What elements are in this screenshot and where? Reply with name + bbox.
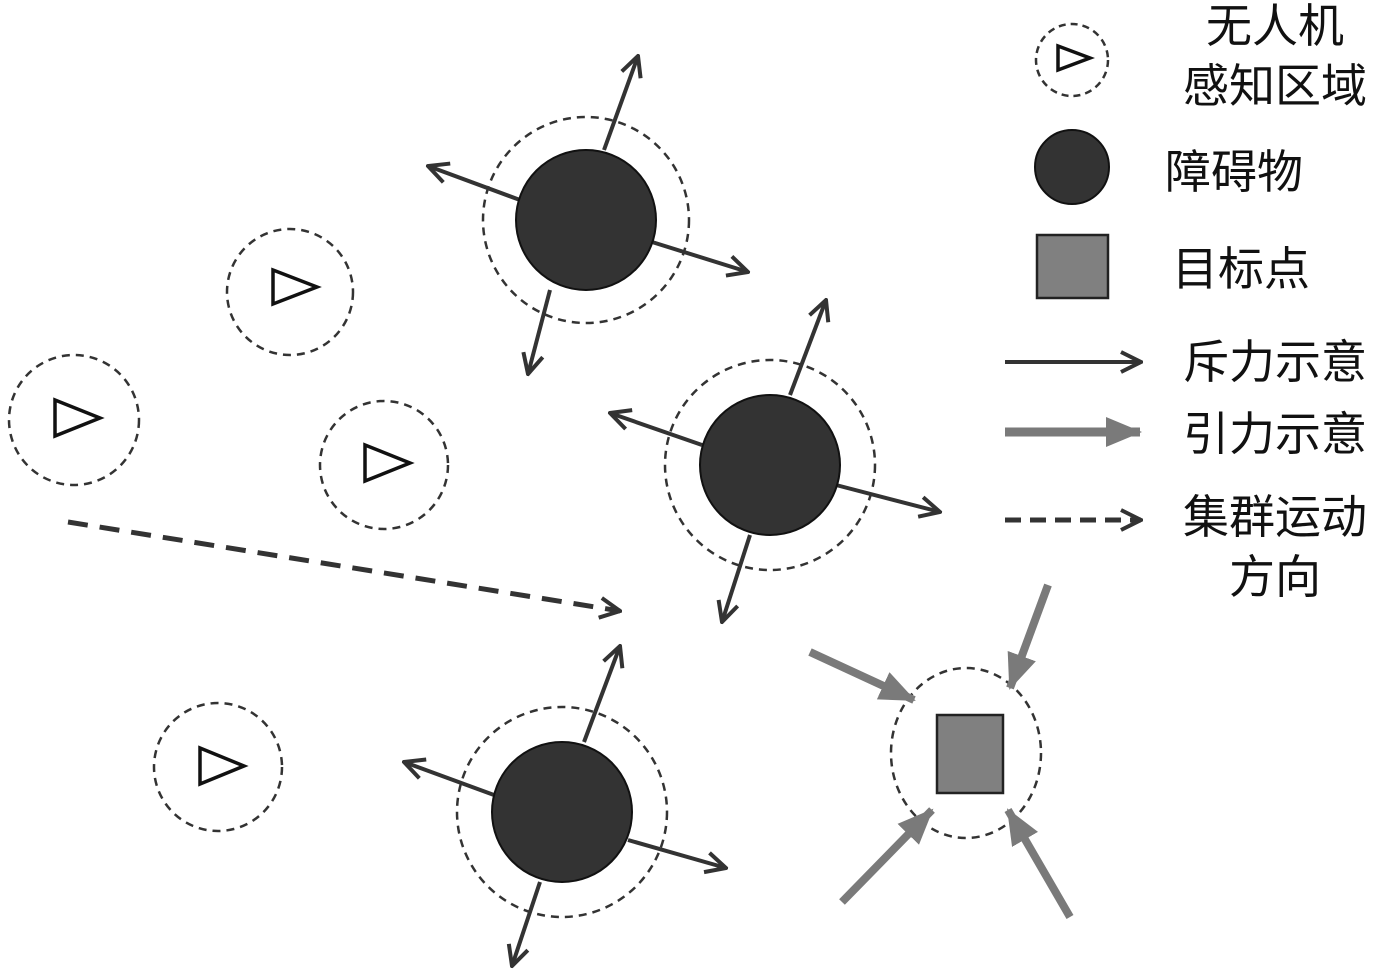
uav-4 [152,701,284,833]
swarm-direction-arrow [67,519,620,611]
uav-2 [7,353,141,487]
obstacle-1 [428,56,748,374]
legend-uav-icon [1034,22,1110,98]
obstacle-3 [404,646,726,966]
obstacle-2 [610,300,940,622]
legend-swarm-label-1: 集群运动 [1183,490,1367,544]
target-point [808,583,1074,920]
legend-uav-label-1: 无人机 [1206,0,1344,53]
legend-obstacle-icon [1034,129,1110,205]
legend-swarm-label-2: 方向 [1229,550,1321,604]
legend-repulsion-label: 斥力示意 [1183,335,1367,389]
uav-3 [318,399,450,531]
legend: 无人机 感知区域 障碍物 目标点 斥力示意 引力示意 集群运动 方向 [1005,0,1367,604]
uav-group [7,227,450,833]
legend-uav-label-2: 感知区域 [1183,59,1367,113]
legend-obstacle-label: 障碍物 [1165,145,1303,199]
uav-1 [225,227,355,357]
legend-target-label: 目标点 [1172,242,1310,296]
legend-target-icon [1035,233,1110,300]
legend-attraction-label: 引力示意 [1183,407,1367,461]
